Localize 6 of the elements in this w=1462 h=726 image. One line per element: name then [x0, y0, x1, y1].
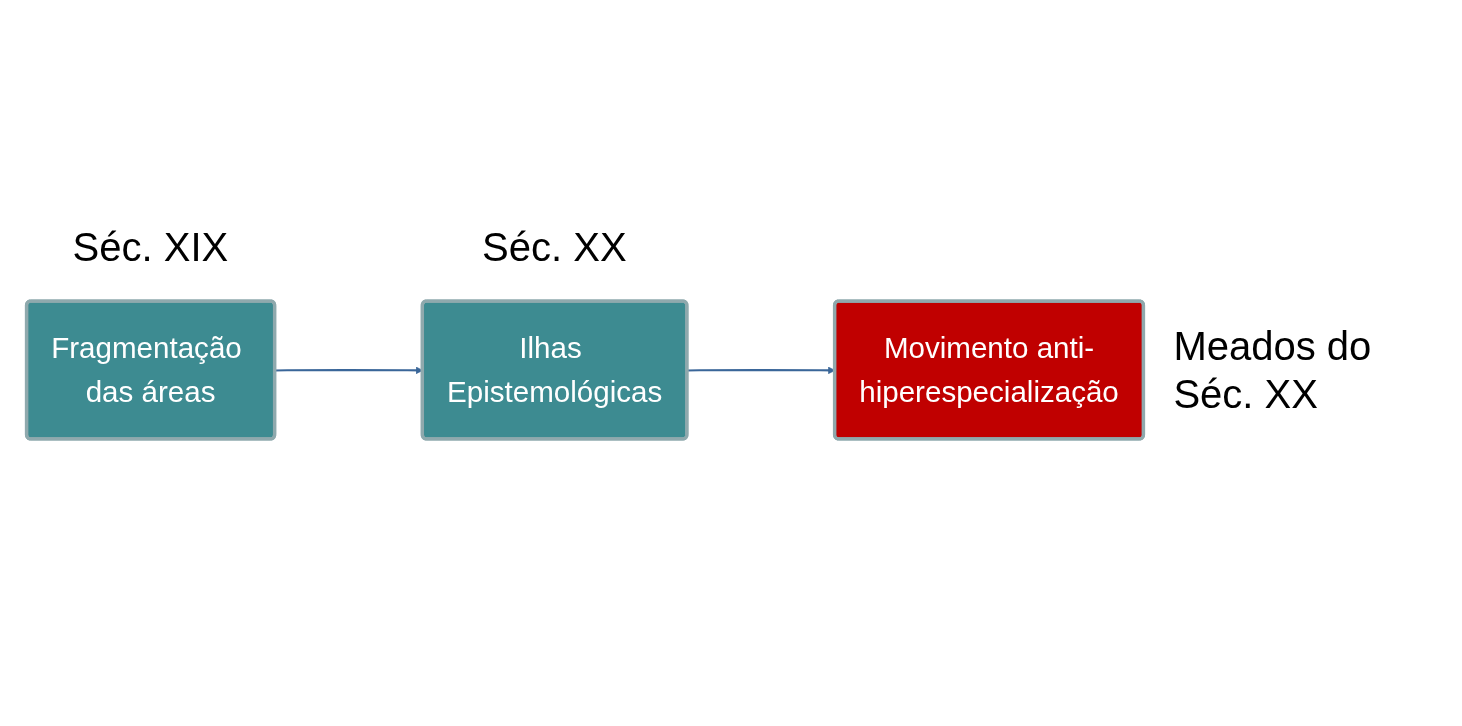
- process-box: Movimento anti-hiperespecialização: [832, 299, 1146, 441]
- time-label: Meados do Séc. XX: [1173, 323, 1373, 418]
- process-box: Fragmentação das áreas: [24, 299, 277, 441]
- time-label: Séc. XX: [482, 224, 627, 272]
- time-label: Séc. XIX: [72, 224, 229, 272]
- process-box: Ilhas Epistemológicas: [420, 299, 689, 441]
